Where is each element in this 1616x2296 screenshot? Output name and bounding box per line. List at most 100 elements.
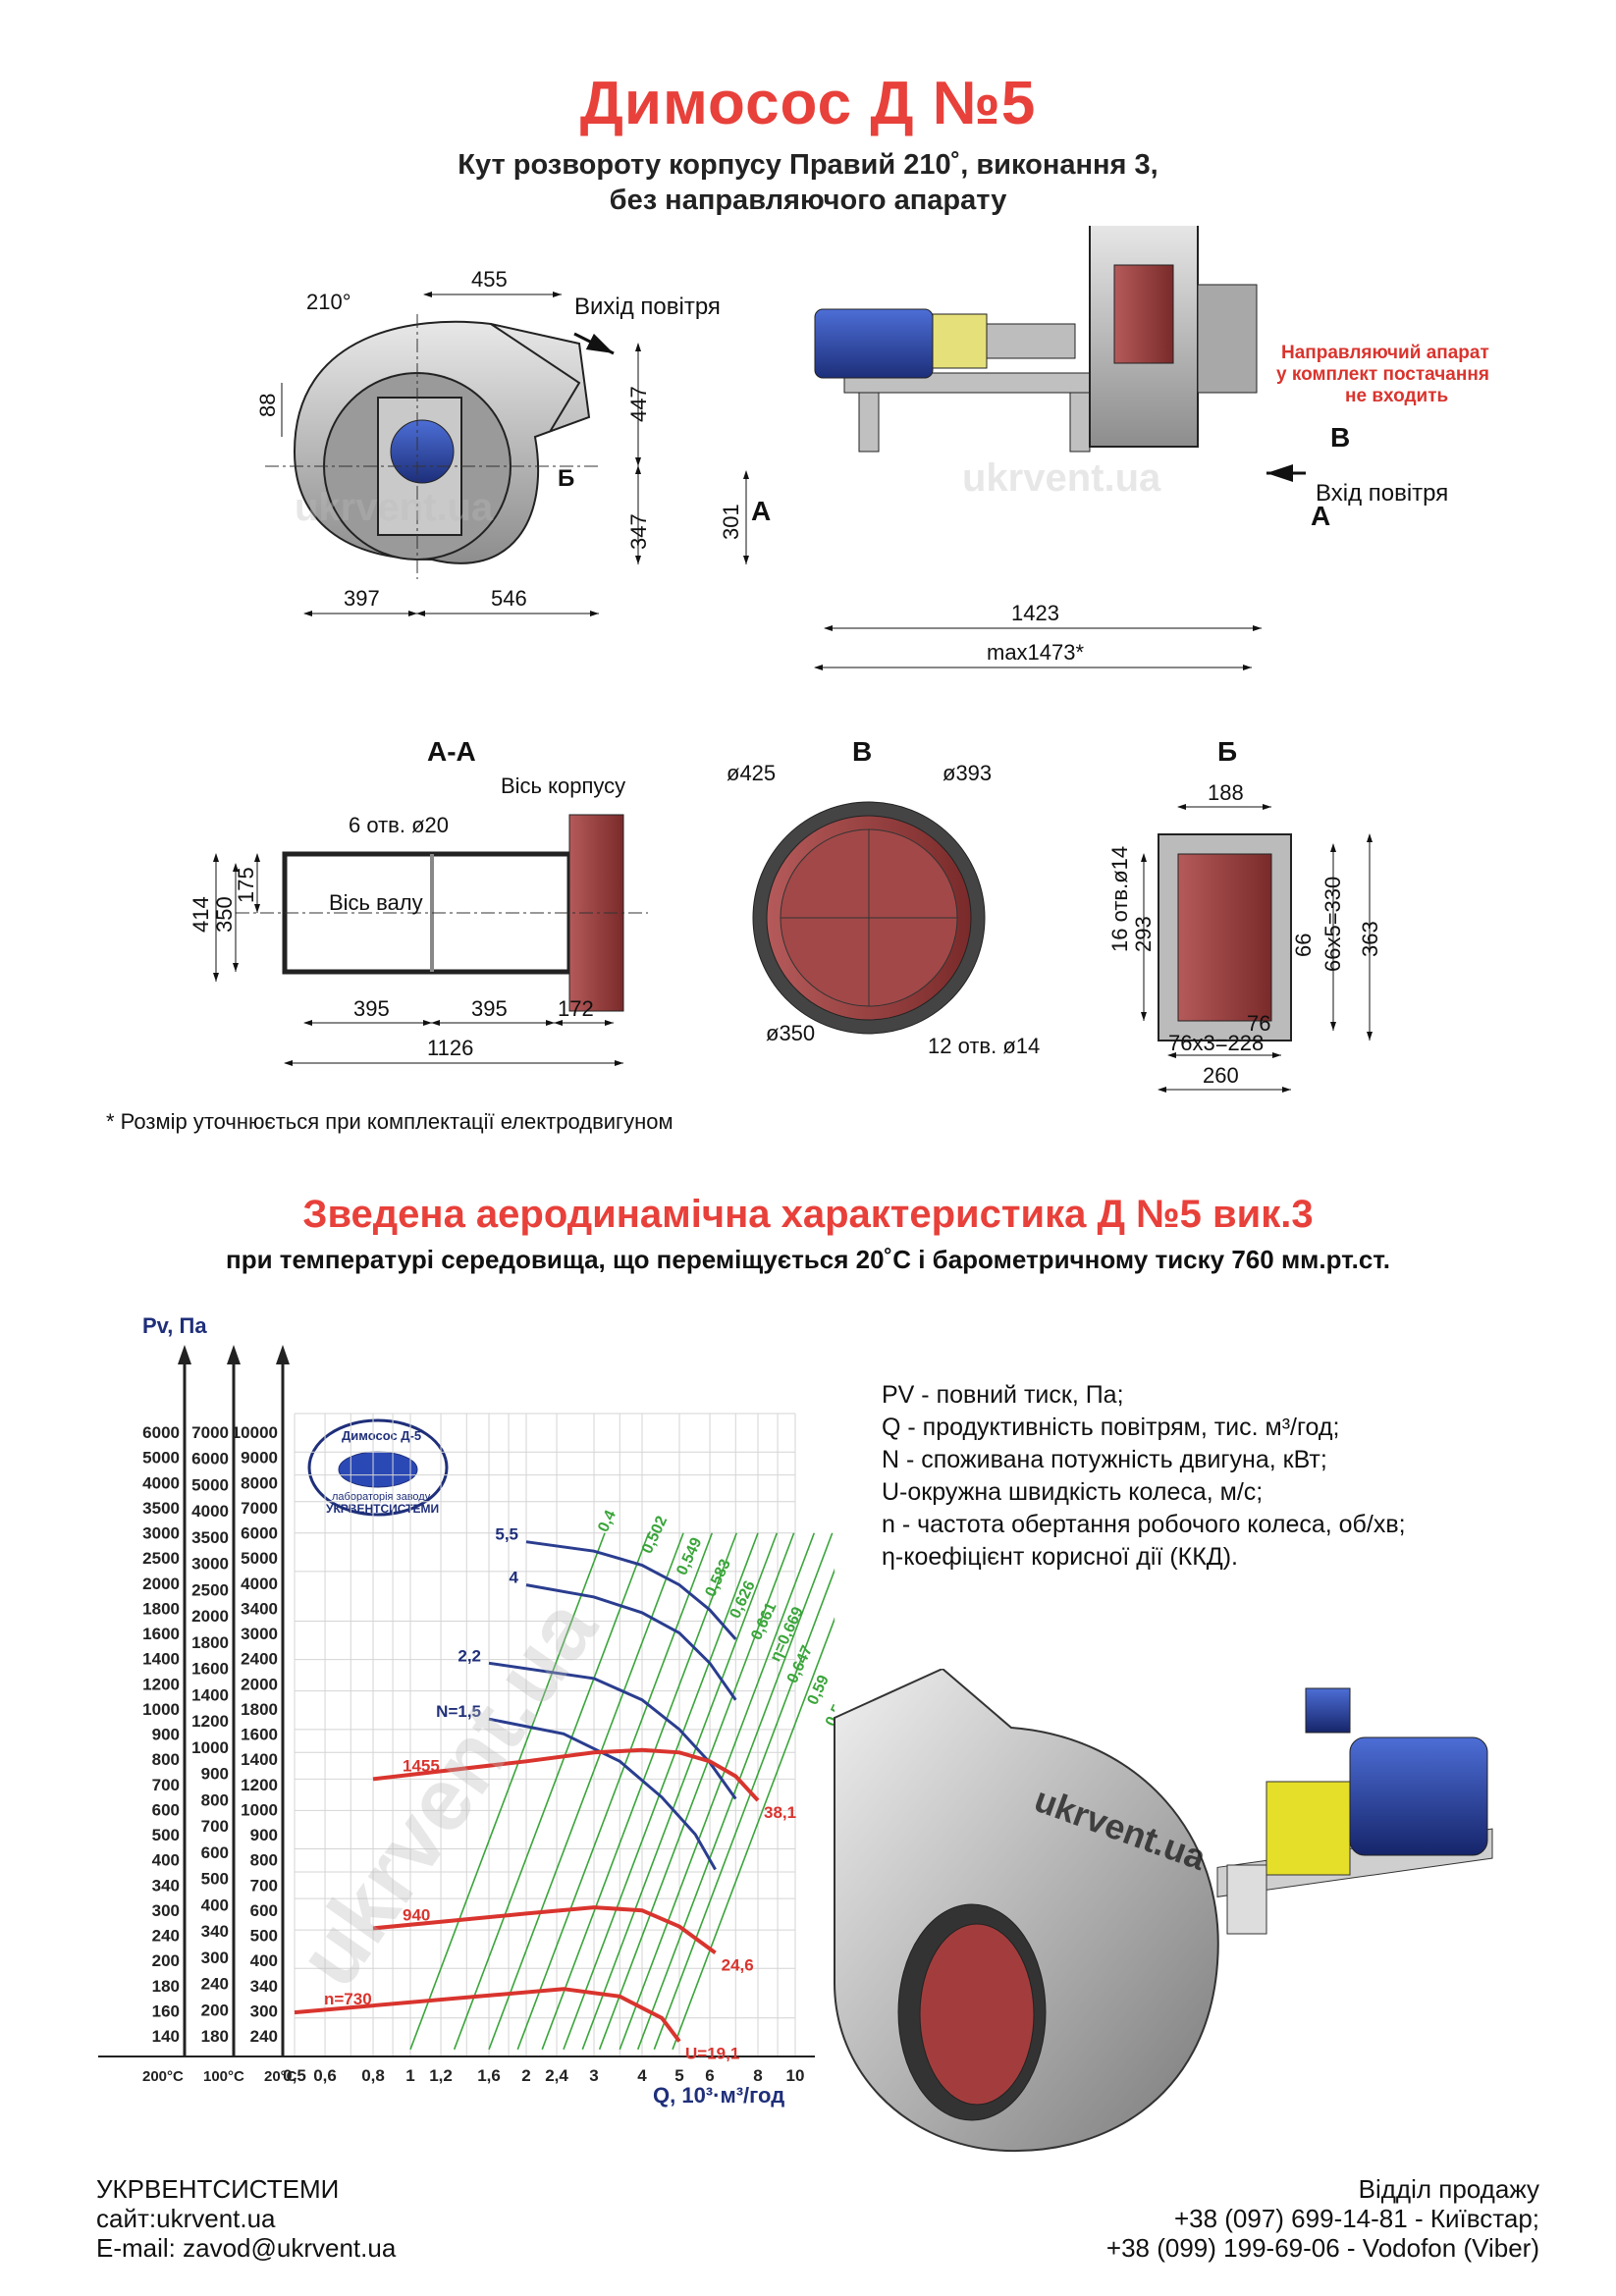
guide-note-line3: не входить bbox=[1345, 386, 1448, 406]
y-tick-100c: 180 bbox=[201, 2027, 229, 2046]
y-tick-20c: 400 bbox=[250, 1951, 278, 1970]
y-tick-200c: 2000 bbox=[142, 1575, 180, 1593]
y-tick-100c: 200 bbox=[201, 2001, 229, 2019]
x-tick-label: 8 bbox=[753, 2066, 762, 2085]
watermark-2: ukrvent.ua bbox=[962, 456, 1161, 500]
section-v-title: В bbox=[852, 736, 872, 767]
efficiency-label: 0,626 bbox=[727, 1578, 758, 1622]
y-tick-100c: 700 bbox=[201, 1817, 229, 1836]
x-tick-label: 2 bbox=[521, 2066, 530, 2085]
section-v: В ø425 ø393 ø350 12 отв. ø14 bbox=[727, 736, 1040, 1058]
dim-447: 447 bbox=[626, 386, 651, 422]
efficiency-line bbox=[516, 1532, 714, 2051]
temperature-label: 20°C bbox=[264, 2068, 297, 2085]
section-b: Б 188 16 отв.ø14 293 66 66x5=330 363 76 … bbox=[1107, 736, 1382, 1093]
y-tick-20c: 600 bbox=[250, 1901, 278, 1920]
page-subtitle-line1: Кут розвороту корпусу Правий 210˚, викон… bbox=[458, 149, 1158, 181]
y-tick-20c: 500 bbox=[250, 1927, 278, 1946]
efficiency-line bbox=[409, 1532, 606, 2051]
y-tick-20c: 6000 bbox=[241, 1524, 278, 1543]
y-tick-20c: 800 bbox=[250, 1851, 278, 1870]
efficiency-label: 0,583 bbox=[703, 1557, 734, 1600]
watermark-1: ukrvent.ua bbox=[295, 486, 494, 529]
page-title: Димосос Д №5 bbox=[579, 70, 1037, 137]
section-aa-shaft-axis: Вісь валу bbox=[329, 890, 423, 915]
y-tick-200c: 340 bbox=[152, 1876, 180, 1895]
speed-curve-label: 1455 bbox=[403, 1756, 440, 1775]
y-tick-20c: 1800 bbox=[241, 1700, 278, 1719]
efficiency-line bbox=[541, 1532, 737, 2051]
speed-curve bbox=[372, 1747, 760, 1802]
y-tick-200c: 1000 bbox=[142, 1700, 180, 1719]
page-subtitle-line2: без направляючого апарату bbox=[609, 185, 1007, 216]
y-tick-200c: 3000 bbox=[142, 1524, 180, 1543]
y-tick-100c: 5000 bbox=[191, 1475, 229, 1494]
y-tick-200c: 180 bbox=[152, 1977, 180, 1996]
y-tick-100c: 340 bbox=[201, 1922, 229, 1941]
speed-curve-end-label: 24,6 bbox=[722, 1955, 754, 1974]
footer-sales-block: Відділ продажу +38 (097) 699-14-81 - Киї… bbox=[1106, 2174, 1539, 2263]
y-tick-20c: 900 bbox=[250, 1826, 278, 1844]
section-v-d393: ø393 bbox=[943, 761, 992, 785]
dim-414: 414 bbox=[189, 896, 213, 933]
y-tick-200c: 800 bbox=[152, 1750, 180, 1769]
technical-drawings: 210° 455 Вихід повітря 88 447 347 Б 397 … bbox=[189, 226, 1489, 1093]
dim-293: 293 bbox=[1131, 916, 1156, 952]
footer-sales: Відділ продажу bbox=[1358, 2174, 1539, 2204]
inlet-label: Вхід повітря bbox=[1316, 480, 1448, 507]
efficiency-line bbox=[598, 1532, 795, 2051]
temperature-label: 200°C bbox=[142, 2068, 184, 2085]
y-tick-100c: 2000 bbox=[191, 1607, 229, 1626]
y-tick-100c: 2500 bbox=[191, 1580, 229, 1599]
dim-455: 455 bbox=[471, 267, 508, 292]
x-tick-label: 0,5 bbox=[283, 2066, 306, 2085]
x-tick-label: 4 bbox=[637, 2066, 647, 2085]
y-tick-20c: 10000 bbox=[232, 1423, 278, 1442]
y-tick-100c: 3000 bbox=[191, 1555, 229, 1574]
y-tick-20c: 8000 bbox=[241, 1473, 278, 1492]
badge-line2: лабораторія заводу bbox=[332, 1491, 431, 1503]
legend-item-eta: η-коефіцієнт корисної дії (ККД). bbox=[882, 1543, 1238, 1571]
y-tick-200c: 1400 bbox=[142, 1650, 180, 1669]
y-tick-20c: 3400 bbox=[241, 1599, 278, 1618]
dim-76: 76 bbox=[1247, 1011, 1270, 1036]
y-tick-200c: 1200 bbox=[142, 1675, 180, 1693]
footer-phone-2[interactable]: +38 (099) 199-69-06 - Vodofon (Viber) bbox=[1105, 2233, 1539, 2263]
dim-66x5: 66x5=330 bbox=[1320, 877, 1345, 972]
section-b-holes: 16 отв.ø14 bbox=[1107, 846, 1132, 952]
footer-email[interactable]: E-mail: zavod@ukrvent.ua bbox=[96, 2233, 397, 2263]
y-tick-20c: 2400 bbox=[241, 1650, 278, 1669]
chart-watermark: ukrvent.ua bbox=[279, 1581, 617, 2004]
x-axis-label: Q, 10³·м³/год bbox=[653, 2083, 784, 2108]
efficiency-line bbox=[563, 1532, 759, 2051]
x-tick-label: 10 bbox=[786, 2066, 805, 2085]
temperature-label: 100°C bbox=[203, 2068, 244, 2085]
dim-350: 350 bbox=[212, 896, 237, 933]
efficiency-label: 0,502 bbox=[639, 1514, 671, 1557]
y-tick-20c: 700 bbox=[250, 1876, 278, 1895]
y-tick-200c: 6000 bbox=[142, 1423, 180, 1442]
x-tick-label: 1,6 bbox=[477, 2066, 501, 2085]
chart-section-subtitle: при температурі середовища, що переміщує… bbox=[226, 1245, 1390, 1274]
y-tick-20c: 3000 bbox=[241, 1625, 278, 1643]
dim-347: 347 bbox=[626, 513, 651, 550]
y-axis-label: Pv, Па bbox=[142, 1313, 207, 1338]
speed-curve bbox=[372, 1905, 717, 1955]
power-curve-label: 4 bbox=[510, 1569, 519, 1587]
footer-phone-1[interactable]: +38 (097) 699-14-81 - Київстар; bbox=[1173, 2204, 1539, 2233]
y-tick-200c: 400 bbox=[152, 1851, 180, 1870]
y-tick-200c: 500 bbox=[152, 1826, 180, 1844]
footer-company-block: УКРВЕНТСИСТЕМИ сайт:ukrvent.ua E-mail: z… bbox=[96, 2174, 396, 2263]
section-aa: А-А 6 отв. ø20 Вісь корпусу Вісь валу 41… bbox=[189, 736, 648, 1066]
dim-1423: 1423 bbox=[1011, 601, 1059, 625]
y-tick-100c: 400 bbox=[201, 1896, 229, 1914]
y-tick-200c: 3500 bbox=[142, 1499, 180, 1518]
speed-curve-end-label: 38,1 bbox=[764, 1803, 796, 1822]
y-tick-100c: 500 bbox=[201, 1870, 229, 1889]
footer-site[interactable]: сайт:ukrvent.ua bbox=[96, 2204, 276, 2233]
dim-175: 175 bbox=[234, 867, 258, 903]
dim-88: 88 bbox=[255, 394, 280, 417]
y-tick-20c: 340 bbox=[250, 1977, 278, 1996]
dim-172: 172 bbox=[558, 996, 594, 1021]
dim-76x3: 76x3=228 bbox=[1168, 1031, 1264, 1055]
